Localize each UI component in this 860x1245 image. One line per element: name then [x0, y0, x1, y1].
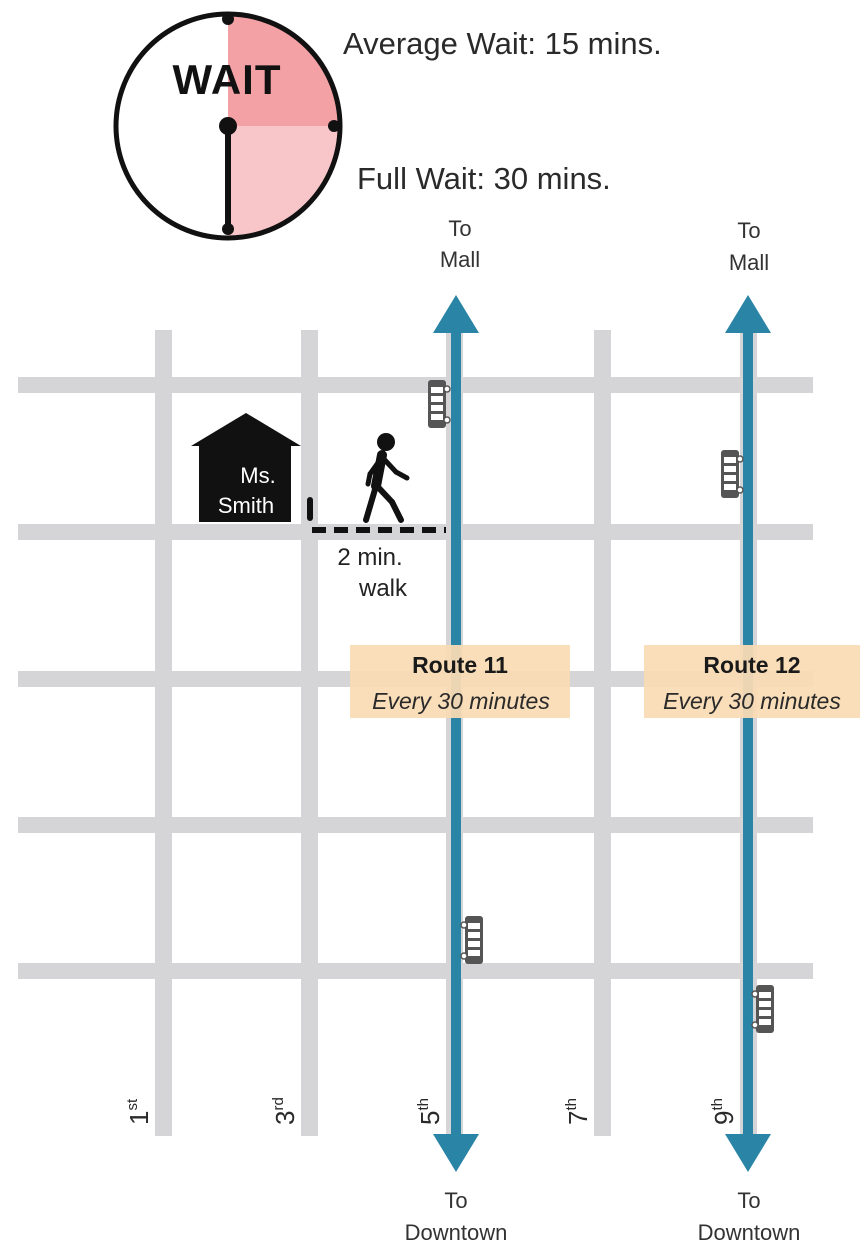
route-12-north-dest: Mall: [729, 250, 769, 275]
route-11-north-dest: Mall: [440, 247, 480, 272]
pedestrian-icon: [363, 433, 410, 523]
street-horizontal: [18, 963, 813, 979]
street-vertical-1st: [155, 330, 172, 1136]
bus-icon: [460, 916, 483, 964]
route-11-name: Route 11: [412, 652, 508, 678]
walk-label: 2 min.: [337, 544, 402, 571]
route-11-label: Route 11 Every 30 minutes: [350, 645, 570, 718]
route-12-name: Route 12: [703, 652, 800, 678]
route-11-north-dest: To: [448, 216, 471, 241]
average-wait-label: Average Wait: 15 mins.: [343, 26, 662, 61]
bus-icon: [721, 450, 744, 498]
route-12-south-dest: Downtown: [698, 1220, 801, 1245]
street-label-1st: 1st: [124, 1098, 154, 1125]
street-label-9th: 9th: [709, 1098, 739, 1125]
bus-icon: [428, 380, 451, 428]
route-12-south-dest: To: [737, 1188, 760, 1213]
street-horizontal: [18, 524, 813, 540]
route-12-north-dest: To: [737, 218, 760, 243]
walk-label: walk: [358, 575, 408, 602]
full-wait-label: Full Wait: 30 mins.: [357, 161, 611, 196]
street-label-3rd: 3rd: [270, 1097, 300, 1125]
route-11-line: [433, 295, 479, 1172]
clock-label: WAIT: [173, 56, 282, 103]
route-11-south-dest: Downtown: [405, 1220, 508, 1245]
route-12-frequency: Every 30 minutes: [663, 688, 841, 714]
arrow-down-icon: [433, 1134, 479, 1172]
street-vertical-7th: [594, 330, 611, 1136]
arrow-up-icon: [725, 295, 771, 333]
bus-icon: [751, 985, 774, 1033]
street-vertical-3rd: [301, 330, 318, 1136]
arrow-down-icon: [725, 1134, 771, 1172]
arrow-up-icon: [433, 295, 479, 333]
walk-path: [307, 497, 446, 533]
street-horizontal: [18, 377, 813, 393]
home-label: Smith: [218, 493, 274, 518]
route-11-frequency: Every 30 minutes: [372, 688, 550, 714]
route-11-south-dest: To: [444, 1188, 467, 1213]
clock-icon: WAIT: [113, 11, 343, 241]
route-12-line: [725, 295, 771, 1172]
street-label-5th: 5th: [415, 1098, 445, 1125]
street-horizontal: [18, 817, 813, 833]
street-label-7th: 7th: [563, 1098, 593, 1125]
house-icon: Ms. Smith: [191, 413, 301, 522]
street-grid: [18, 330, 813, 1136]
home-label: Ms.: [240, 463, 275, 488]
route-12-label: Route 12 Every 30 minutes: [644, 645, 860, 718]
